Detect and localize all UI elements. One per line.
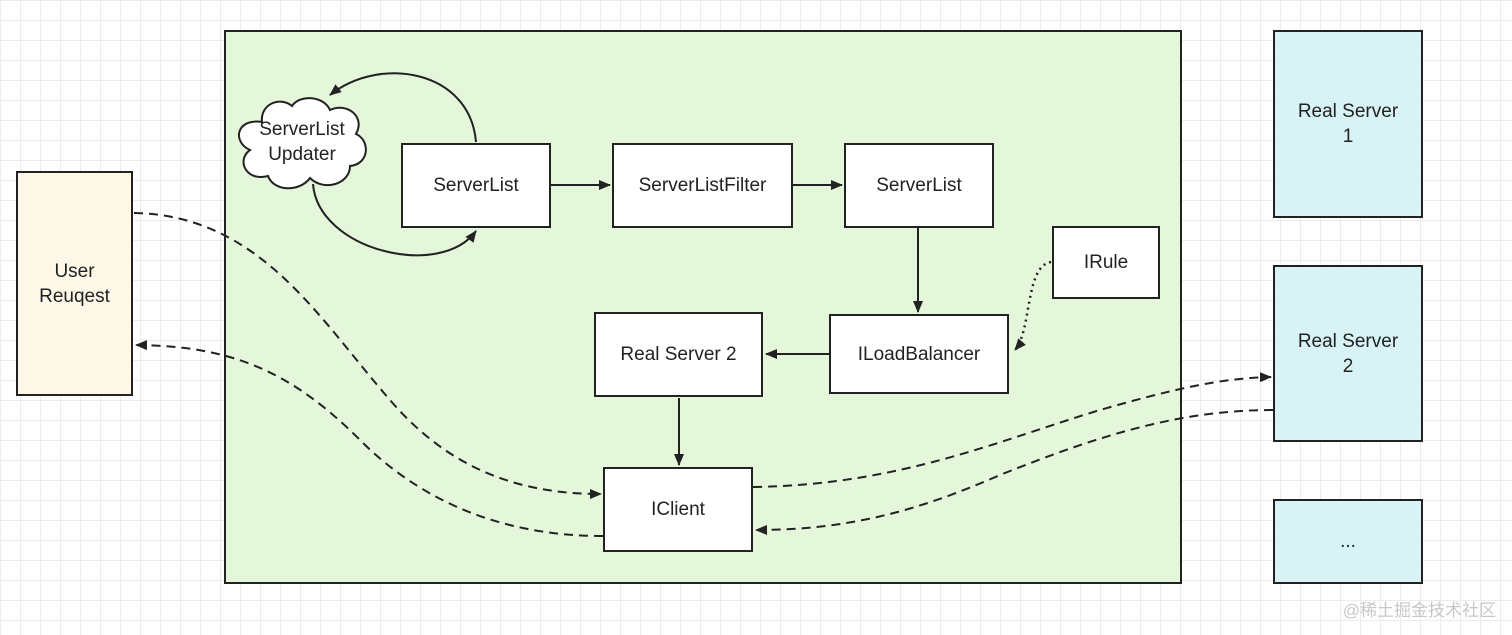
- serverlist-box: ServerList: [401, 143, 551, 228]
- serverlist-updater-cloud: ServerList Updater: [259, 119, 345, 165]
- more-servers-box: ...: [1273, 499, 1423, 584]
- watermark: @稀土掘金技术社区: [1342, 601, 1496, 620]
- dotted-irule-lb: [1013, 260, 1052, 351]
- real-server-1-box: Real Server 1: [1273, 30, 1423, 218]
- irule-box: IRule: [1052, 226, 1160, 299]
- user-request-box: User Reuqest: [16, 171, 133, 396]
- iclient-box: IClient: [603, 467, 753, 552]
- dashed-request-in: [133, 212, 602, 499]
- dashed-response-out: [135, 340, 604, 537]
- serverlist-filtered-box: ServerList: [844, 143, 994, 228]
- dashed-server-to-client: [755, 409, 1274, 535]
- updater-loop-top: [329, 72, 477, 143]
- dashed-client-to-server: [752, 372, 1272, 488]
- serverlist-filter-box: ServerListFilter: [612, 143, 793, 228]
- iloadbalancer-box: ILoadBalancer: [829, 314, 1009, 394]
- cloud-shape: [238, 97, 367, 190]
- real-server-2-box: Real Server 2: [1273, 265, 1423, 442]
- real-server-2-inner-box: Real Server 2: [594, 312, 763, 397]
- updater-loop-bottom: [312, 183, 477, 257]
